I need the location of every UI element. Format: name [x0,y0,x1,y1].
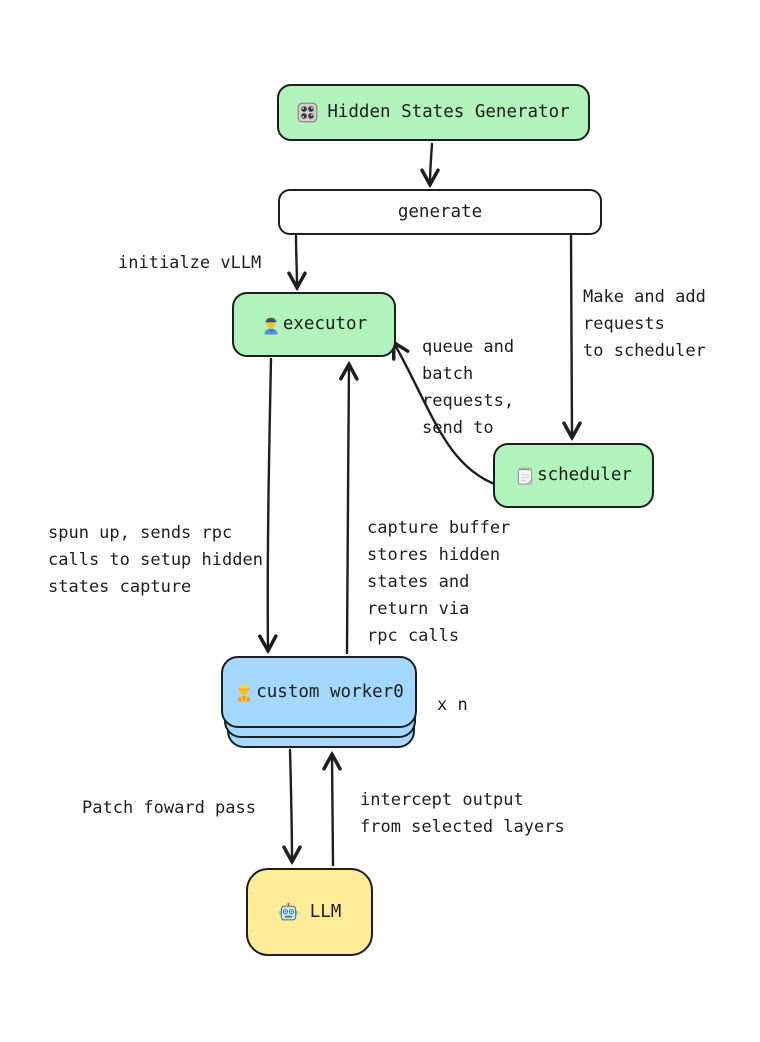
node-label: executor [282,314,368,334]
node-custom-worker: custom worker0 [221,656,417,728]
label-spun-up-rpc: spun up, sends rpc calls to setup hidden… [48,523,263,597]
control-knobs-icon [297,102,318,123]
man-factory-worker-icon [261,315,281,335]
arrow-worker-to-executor [347,365,349,655]
arrow-executor-to-worker [268,357,271,650]
label-capture-buffer: capture buffer stores hidden states and … [367,518,511,646]
arrow-worker-to-llm [290,748,292,861]
arrow-hsg-to-generate [430,142,432,184]
node-executor: executor [232,292,396,357]
construction-worker-icon [234,682,254,702]
node-label: LLM [309,901,342,922]
node-hidden-states-generator: Hidden States Generator [277,84,590,141]
arrow-generate-to-scheduler [571,234,572,437]
spiral-notepad-icon [515,466,535,486]
robot-icon [278,902,299,923]
node-label: custom worker0 [256,681,404,702]
label-make-add-requests: Make and add requests to scheduler [583,287,706,361]
node-llm: LLM [246,868,373,956]
node-scheduler: scheduler [493,443,654,508]
arrow-generate-to-executor [296,234,297,287]
node-label: scheduler [537,465,632,485]
label-initialize-vllm: initialze vLLM [118,253,262,273]
label-worker-multiplier: x n [437,695,468,715]
node-generate: generate [278,189,602,235]
arrow-llm-to-worker [332,755,333,867]
node-label: Hidden States Generator [327,102,570,122]
label-patch-forward-pass: Patch foward pass [82,798,256,818]
node-label: generate [397,201,483,222]
label-queue-batch-requests: queue and batch requests, send to [422,337,515,438]
label-intercept-output: intercept output from selected layers [360,790,565,837]
